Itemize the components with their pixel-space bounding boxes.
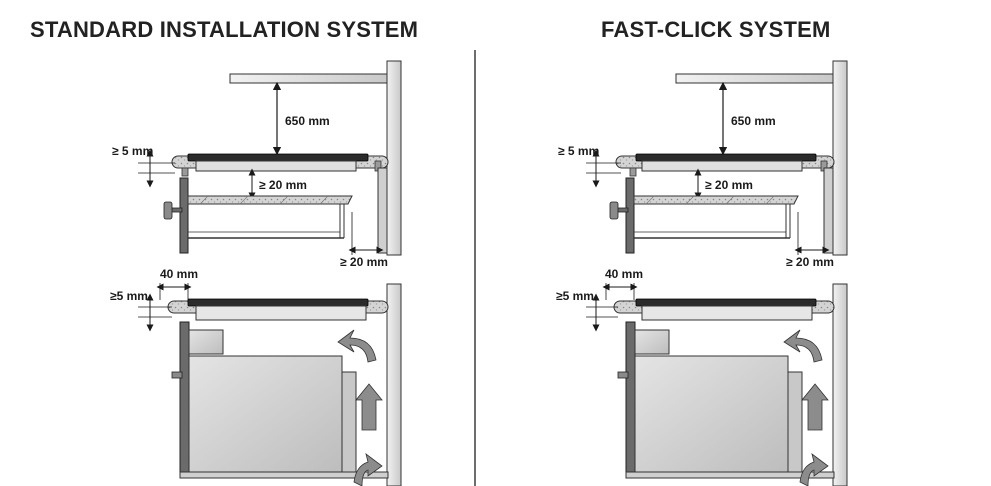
oven-hob-glass	[187, 298, 369, 307]
hob-body	[641, 160, 803, 172]
oven-body	[188, 355, 343, 473]
edge-distance-label: 40 mm	[160, 267, 198, 281]
airflow-arrow-middle	[801, 383, 829, 431]
airflow-arrow-bottom	[799, 453, 829, 486]
cabinet-side-left	[179, 177, 189, 254]
oven-floor	[625, 471, 835, 479]
wall-lower	[832, 283, 848, 486]
oven-handle	[617, 371, 629, 379]
drawer-knob	[609, 201, 619, 220]
below-clearance-label: ≥ 20 mm	[259, 178, 307, 192]
airflow-arrow-top	[783, 329, 823, 363]
oven-control-panel	[188, 329, 224, 355]
wall-upper	[832, 60, 848, 256]
oven-rear	[341, 371, 357, 473]
cabinet-side-right	[823, 167, 834, 254]
hob-glass	[187, 153, 369, 162]
oven-hob-body	[641, 305, 813, 321]
fast-click-panel: FAST-CLICK SYSTEM 650 mm	[496, 0, 991, 486]
hob-bracket-left	[629, 167, 637, 177]
wall-upper	[386, 60, 402, 256]
cabinet-side-left	[625, 177, 635, 254]
edge-distance-label: 40 mm	[605, 267, 643, 281]
oven-hob-glass	[635, 298, 817, 307]
panel-divider	[474, 50, 476, 486]
cabinet-side-right	[377, 167, 388, 254]
below-clearance-label: ≥ 20 mm	[705, 178, 753, 192]
fast-click-diagram: 650 mm ≥ 5 mm ≥ 20 mm ≥ 20 mm 40 mm	[556, 60, 848, 486]
oven-cabinet-front	[179, 321, 190, 473]
airflow-arrow-middle	[355, 383, 383, 431]
oven-control-panel	[634, 329, 670, 355]
oven-body	[634, 355, 789, 473]
side-clearance-label: ≥ 20 mm	[786, 255, 834, 269]
hood-clearance-label: 650 mm	[731, 114, 776, 128]
top-thickness-label: ≥ 5 mm	[558, 144, 599, 158]
standard-installation-panel: STANDARD INSTALLATION SYSTEM 650 m	[0, 0, 495, 486]
wall-lower	[386, 283, 402, 486]
oven-hob-body	[195, 305, 367, 321]
hood-clearance-label: 650 mm	[285, 114, 330, 128]
drawer-top	[187, 195, 353, 205]
hob-glass	[635, 153, 817, 162]
airflow-arrow-top	[337, 329, 377, 363]
oven-top-thickness-label: ≥5 mm	[110, 289, 148, 303]
standard-installation-title: STANDARD INSTALLATION SYSTEM	[30, 17, 419, 42]
side-clearance-label: ≥ 20 mm	[340, 255, 388, 269]
airflow-arrow-bottom	[353, 453, 383, 486]
fast-click-title: FAST-CLICK SYSTEM	[601, 17, 831, 42]
oven-top-thickness-label: ≥5 mm	[556, 289, 594, 303]
drawer-knob	[163, 201, 173, 220]
hood-shelf	[675, 73, 834, 84]
drawer-top	[633, 195, 799, 205]
hob-bracket-left	[181, 167, 189, 177]
top-thickness-label: ≥ 5 mm	[112, 144, 153, 158]
hood-shelf	[229, 73, 388, 84]
oven-handle	[171, 371, 183, 379]
hob-body	[195, 160, 357, 172]
oven-cabinet-front	[625, 321, 636, 473]
oven-rear	[787, 371, 803, 473]
oven-floor	[179, 471, 389, 479]
standard-installation-diagram: 650 mm ≥ 5 mm ≥ 20 mm ≥ 20 mm 40 mm	[110, 60, 402, 486]
